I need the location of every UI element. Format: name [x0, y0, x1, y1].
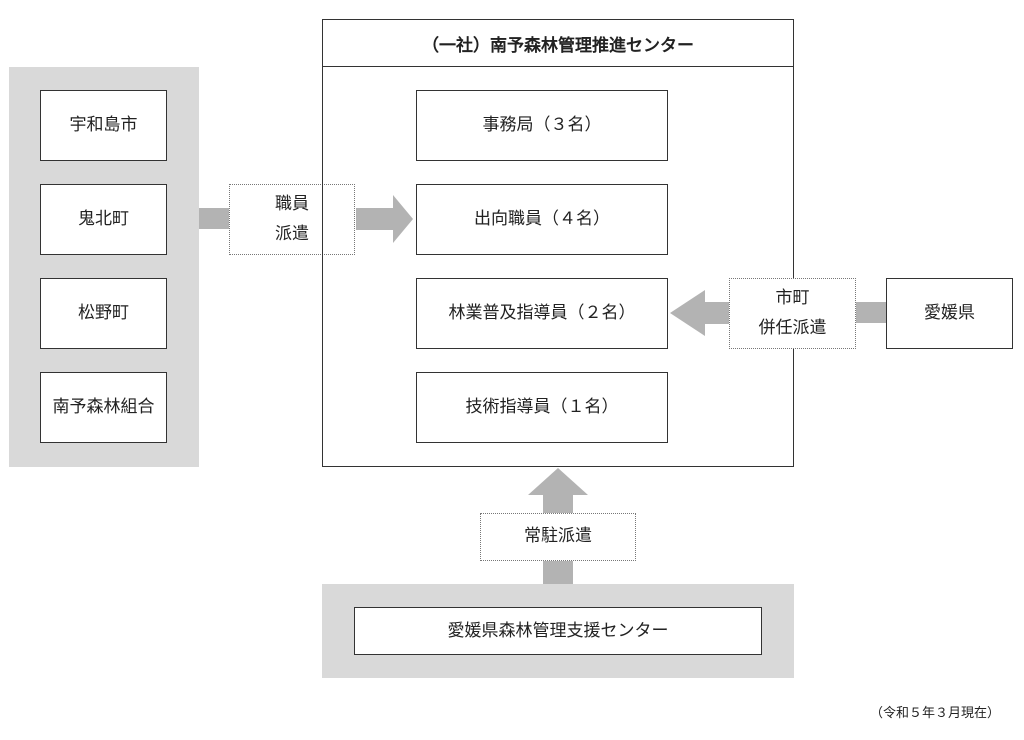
- bottom-arrow-stub: [543, 561, 573, 584]
- center-title: （一社）南予森林管理推進センター: [323, 20, 793, 67]
- member-box-matsuno: 松野町: [40, 278, 167, 349]
- member-box-kihoku: 鬼北町: [40, 184, 167, 255]
- dispatch-line2: 派遣: [275, 223, 309, 244]
- staff-dispatch-label: 職員 派遣: [229, 184, 355, 255]
- municipal-concurrent-dispatch-label: 市町 併任派遣: [729, 278, 856, 349]
- center-item-technical-instructors: 技術指導員（１名）: [416, 372, 668, 443]
- center-item-secretariat: 事務局（３名）: [416, 90, 668, 161]
- right-arrow-stub: [856, 302, 887, 323]
- ehime-forest-support-center-box: 愛媛県森林管理支援センター: [354, 607, 762, 655]
- dispatch-line1: 職員: [275, 193, 309, 214]
- dispatch-line2: 併任派遣: [758, 317, 827, 338]
- member-label-line2: 森林組合: [86, 397, 155, 418]
- member-box-nanyo-forest-union: 南予 森林組合: [40, 372, 167, 443]
- resident-dispatch-label: 常駐派遣: [480, 513, 636, 561]
- center-item-forestry-instructors: 林業普及指導員（２名）: [416, 278, 668, 349]
- center-item-seconded-staff: 出向職員（４名）: [416, 184, 668, 255]
- member-label: 宇和島市: [69, 115, 138, 136]
- dispatch-line1: 市町: [775, 287, 810, 308]
- center-organization-box: （一社）南予森林管理推進センター: [322, 19, 794, 467]
- member-label: 松野町: [78, 303, 129, 324]
- left-arrow-head: [356, 195, 413, 243]
- member-box-uwajima: 宇和島市: [40, 90, 167, 161]
- member-label: 鬼北町: [78, 209, 129, 230]
- bottom-arrow-head: [528, 468, 588, 513]
- member-label-line1: 南予: [52, 397, 87, 418]
- as-of-date-note: （令和５年３月現在）: [869, 706, 1000, 721]
- left-arrow-stub: [199, 208, 230, 229]
- ehime-prefecture-box: 愛媛県: [886, 278, 1013, 349]
- right-arrow-head: [670, 290, 730, 336]
